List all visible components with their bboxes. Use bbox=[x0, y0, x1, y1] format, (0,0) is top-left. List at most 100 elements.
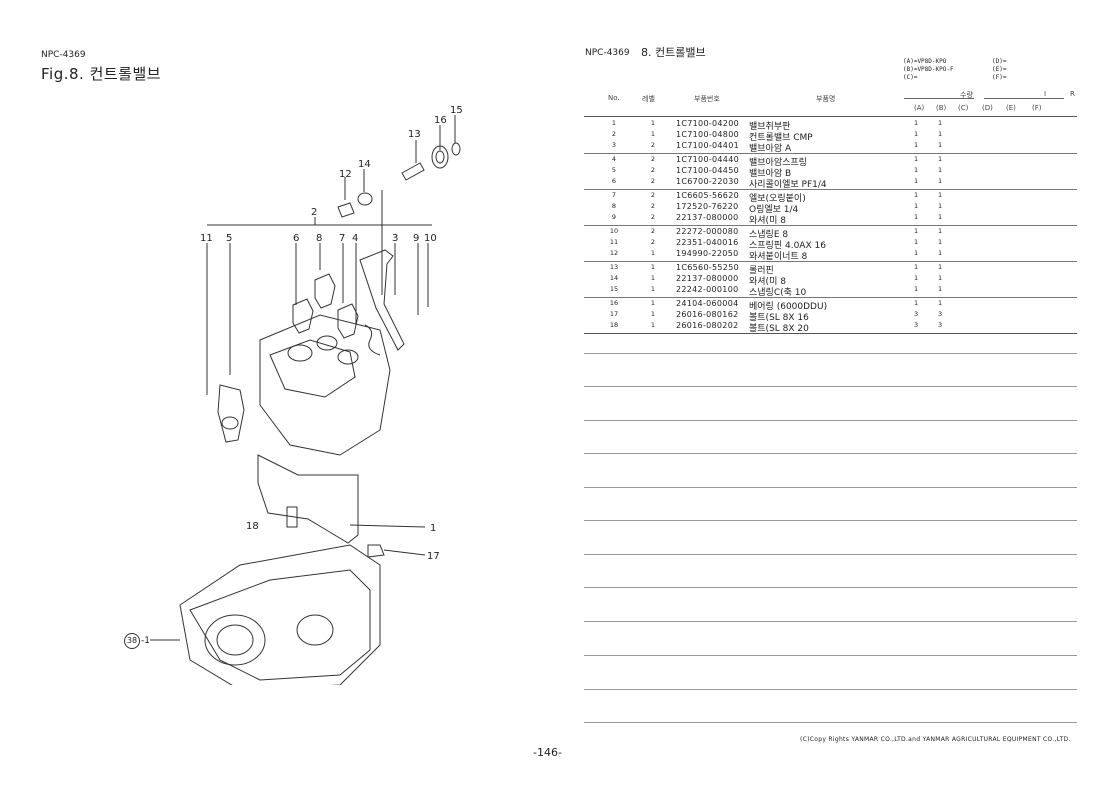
row-part-name: 볼트(SL 8X 20 bbox=[749, 324, 809, 334]
row-qty-b: 1 bbox=[938, 238, 943, 246]
row-qty-a: 1 bbox=[914, 299, 919, 307]
right-page-code: NPC-4369 bbox=[585, 48, 630, 58]
row-qty-a: 1 bbox=[914, 191, 919, 199]
row-part-number: 22242-000100 bbox=[676, 285, 739, 294]
row-qty-b: 1 bbox=[938, 166, 943, 174]
group-divider bbox=[584, 225, 1077, 226]
row-level: 2 bbox=[650, 227, 656, 235]
callout-8: 8 bbox=[316, 233, 322, 244]
row-number: 2 bbox=[611, 130, 617, 138]
row-qty-a: 1 bbox=[914, 285, 919, 293]
row-part-number: 1C6700-22030 bbox=[676, 177, 739, 186]
row-part-number: 24104-060004 bbox=[676, 299, 739, 308]
header-col-b: (B) bbox=[936, 104, 947, 112]
group-divider bbox=[584, 153, 1077, 154]
row-qty-a: 1 bbox=[914, 238, 919, 246]
model-b: (B)=VP8D-KPO-F bbox=[903, 66, 954, 73]
row-number: 16 bbox=[609, 299, 619, 307]
callout-7: 7 bbox=[339, 233, 345, 244]
model-c: (C)= bbox=[903, 74, 918, 81]
header-r: R bbox=[1070, 90, 1075, 98]
section-title: 8. 컨트롤밸브 bbox=[641, 46, 706, 59]
callout-17: 17 bbox=[427, 551, 440, 562]
callout-3: 3 bbox=[392, 233, 398, 244]
callout-6: 6 bbox=[293, 233, 299, 244]
row-qty-b: 3 bbox=[938, 310, 943, 318]
row-number: 18 bbox=[609, 321, 619, 329]
row-part-name: 밸브취부판 bbox=[749, 122, 791, 132]
copyright-notice: (C)Copy Rights YANMAR CO.,LTD.and YANMAR… bbox=[800, 736, 1071, 743]
parts-table-header: No. 레벨 부품번호 부품명 수량 I R (A) (B) (C) (D) (… bbox=[584, 88, 1077, 112]
row-qty-a: 1 bbox=[914, 249, 919, 257]
callout-9: 9 bbox=[413, 233, 419, 244]
row-level: 2 bbox=[650, 213, 656, 221]
row-qty-b: 1 bbox=[938, 285, 943, 293]
callout-15: 15 bbox=[450, 105, 463, 116]
row-part-name: 밸브아암스프링 bbox=[749, 158, 807, 168]
row-qty-b: 1 bbox=[938, 191, 943, 199]
callout-11: 11 bbox=[200, 233, 213, 244]
row-part-number: 172520-76220 bbox=[676, 202, 739, 211]
row-part-name: O링엘보 1/4 bbox=[749, 205, 799, 215]
row-level: 1 bbox=[650, 130, 656, 138]
row-qty-b: 1 bbox=[938, 130, 943, 138]
header-part-number: 부품번호 bbox=[694, 95, 720, 103]
callout-12: 12 bbox=[339, 169, 352, 180]
row-qty-a: 1 bbox=[914, 141, 919, 149]
row-part-number: 194990-22050 bbox=[676, 249, 739, 258]
row-part-name: 밸브아암 B bbox=[749, 169, 792, 179]
group-divider bbox=[584, 189, 1077, 190]
row-part-name: 와셔(미 8 bbox=[749, 277, 786, 287]
row-qty-a: 3 bbox=[914, 310, 919, 318]
callout-4: 4 bbox=[352, 233, 358, 244]
model-d: (D)= bbox=[992, 58, 1007, 65]
row-qty-b: 1 bbox=[938, 263, 943, 271]
row-part-number: 26016-080202 bbox=[676, 321, 739, 330]
row-number: 6 bbox=[611, 177, 617, 185]
row-part-name: 베어링 (6000DDU) bbox=[749, 302, 828, 312]
header-rule bbox=[584, 116, 1077, 117]
row-qty-b: 1 bbox=[938, 202, 943, 210]
row-qty-a: 1 bbox=[914, 202, 919, 210]
row-part-name: 와셔(미 8 bbox=[749, 216, 786, 226]
row-part-name: 스프링핀 4.0AX 16 bbox=[749, 241, 826, 251]
row-part-number: 22272-000080 bbox=[676, 227, 739, 236]
row-qty-b: 1 bbox=[938, 177, 943, 185]
row-qty-a: 1 bbox=[914, 166, 919, 174]
row-qty-a: 3 bbox=[914, 321, 919, 329]
header-no: No. bbox=[608, 94, 620, 102]
row-level: 1 bbox=[650, 274, 656, 282]
row-qty-a: 1 bbox=[914, 227, 919, 235]
header-col-c: (C) bbox=[958, 104, 969, 112]
row-number: 9 bbox=[611, 213, 617, 221]
model-a: (A)=VP8D-KPO bbox=[903, 58, 947, 65]
header-quantity: 수량 bbox=[960, 91, 973, 99]
row-level: 1 bbox=[650, 249, 656, 257]
header-i: I bbox=[1044, 90, 1047, 98]
row-qty-a: 1 bbox=[914, 213, 919, 221]
row-number: 14 bbox=[609, 274, 619, 282]
row-level: 1 bbox=[650, 299, 656, 307]
row-number: 12 bbox=[609, 249, 619, 257]
row-level: 2 bbox=[650, 191, 656, 199]
callout-14: 14 bbox=[358, 159, 371, 170]
row-number: 4 bbox=[611, 155, 617, 163]
row-part-number: 1C7100-04401 bbox=[676, 141, 739, 150]
row-level: 2 bbox=[650, 238, 656, 246]
row-part-name: 밸브아암 A bbox=[749, 144, 792, 154]
row-number: 13 bbox=[609, 263, 619, 271]
row-qty-a: 1 bbox=[914, 263, 919, 271]
row-part-number: 22351-040016 bbox=[676, 238, 739, 247]
